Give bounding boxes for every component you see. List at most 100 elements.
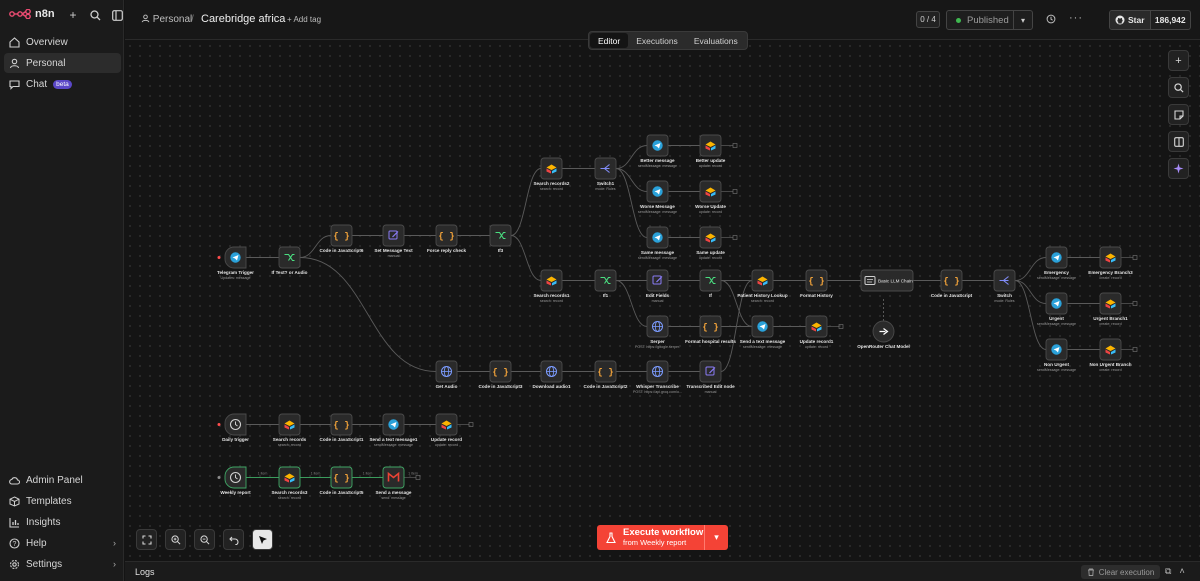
add-node-handle[interactable]	[732, 189, 738, 194]
connection-line[interactable]	[720, 280, 753, 327]
zoom-in-button[interactable]	[165, 529, 186, 550]
node-body[interactable]	[330, 466, 353, 489]
history-icon[interactable]	[1046, 14, 1056, 27]
ai-assistant-button[interactable]	[1168, 158, 1189, 179]
connection-line[interactable]	[1014, 257, 1047, 281]
sidebar-item-templates[interactable]: Templates	[4, 491, 121, 511]
sidebar-item-admin-panel[interactable]: Admin Panel	[4, 470, 121, 490]
sidebar-item-help[interactable]: ? Help ›	[4, 533, 121, 553]
node-body[interactable]	[435, 224, 458, 247]
breadcrumb-project[interactable]: Personal	[141, 14, 192, 25]
add-node-handle[interactable]	[732, 143, 738, 148]
add-tag-button[interactable]: + Add tag	[287, 15, 322, 24]
undo-button[interactable]	[223, 529, 244, 550]
clear-execution-button[interactable]: Clear execution	[1081, 565, 1160, 579]
node-format-history[interactable]: { }Format History	[800, 269, 833, 298]
logs-title[interactable]: Logs	[135, 567, 155, 577]
node-code-in-javascript5[interactable]: { }Code in JavaScript5	[320, 466, 364, 495]
node-body[interactable]	[805, 269, 828, 292]
connection-line[interactable]	[299, 257, 437, 372]
sidebar-item-overview[interactable]: Overview	[4, 32, 121, 52]
add-node-handle[interactable]	[1132, 301, 1138, 306]
sidebar-item-insights[interactable]: Insights	[4, 512, 121, 532]
more-options-icon[interactable]: ···	[1069, 12, 1083, 24]
production-checklist-counter[interactable]: 0 / 4	[916, 11, 940, 28]
node-code-in-javascript[interactable]: { }Code in JavaScript	[931, 269, 973, 298]
add-node-handle[interactable]	[732, 235, 738, 240]
connection-line[interactable]	[510, 235, 542, 281]
node-body[interactable]	[940, 269, 963, 292]
add-node-handle[interactable]	[1132, 347, 1138, 352]
node-weekly-report[interactable]: Weekly report	[217, 466, 252, 495]
connection-line[interactable]	[299, 235, 332, 258]
node-get-audio[interactable]: Get Audio	[435, 360, 458, 389]
add-node-handle[interactable]	[838, 324, 844, 329]
node-download-audio1[interactable]: Download audio1	[532, 360, 571, 389]
node-body[interactable]	[489, 224, 512, 247]
node-code-in-javascript3[interactable]: { }Code in JavaScript3	[479, 360, 523, 389]
node-body[interactable]	[594, 269, 617, 292]
node-code-in-javascript2[interactable]: { }Code in JavaScript2	[584, 360, 628, 389]
execute-workflow-button[interactable]: Execute workflow from Weekly report ▾	[597, 525, 728, 550]
connection-line[interactable]	[1014, 280, 1047, 350]
node-basic-llm-chain[interactable]: Basic LLM Chain	[860, 269, 914, 292]
published-button[interactable]: Published ▾	[946, 10, 1033, 30]
node-body[interactable]	[278, 246, 301, 269]
connection-line[interactable]	[615, 145, 648, 169]
n8n-logo[interactable]: n8n	[9, 8, 55, 20]
sidebar-item-chat[interactable]: Chat beta	[4, 74, 121, 94]
connection-line[interactable]	[615, 168, 648, 238]
popout-icon[interactable]: ⧉	[1165, 566, 1172, 576]
sidebar-item-personal[interactable]: Personal	[4, 53, 121, 73]
tab-editor[interactable]: Editor	[590, 33, 629, 48]
connection-line[interactable]	[720, 280, 753, 372]
chevron-up-icon[interactable]: ˄	[1179, 566, 1185, 576]
node-if-text-or-audio[interactable]: If Text? or Audio	[272, 246, 308, 275]
add-icon[interactable]: +	[69, 8, 77, 22]
node-body[interactable]	[330, 224, 353, 247]
connection-line[interactable]	[1014, 280, 1047, 304]
node-body[interactable]	[699, 315, 722, 338]
chevron-down-icon[interactable]: ▾	[704, 525, 728, 550]
connection-line[interactable]	[615, 168, 648, 192]
zoom-out-button[interactable]	[194, 529, 215, 550]
sticky-note-button[interactable]	[1168, 104, 1189, 125]
node-body[interactable]	[594, 360, 617, 383]
search-nodes-button[interactable]	[1168, 77, 1189, 98]
node-code-in-javascript1[interactable]: { }Code in JavaScript1	[320, 413, 364, 442]
tab-evaluations[interactable]: Evaluations	[693, 35, 738, 46]
node-openrouter-chat-model[interactable]: OpenRouter Chat Model	[857, 320, 910, 349]
github-star-button[interactable]: Star 186,942	[1109, 10, 1191, 30]
node-body[interactable]	[489, 360, 512, 383]
chevron-down-icon[interactable]: ▾	[1013, 11, 1032, 29]
add-node-button[interactable]: +	[1168, 50, 1189, 71]
add-node-handle[interactable]	[468, 422, 474, 427]
sidebar-item-settings[interactable]: Settings ›	[4, 554, 121, 574]
add-node-handle[interactable]	[1132, 255, 1138, 260]
node-body[interactable]	[860, 269, 914, 292]
connection-line[interactable]	[615, 280, 648, 327]
